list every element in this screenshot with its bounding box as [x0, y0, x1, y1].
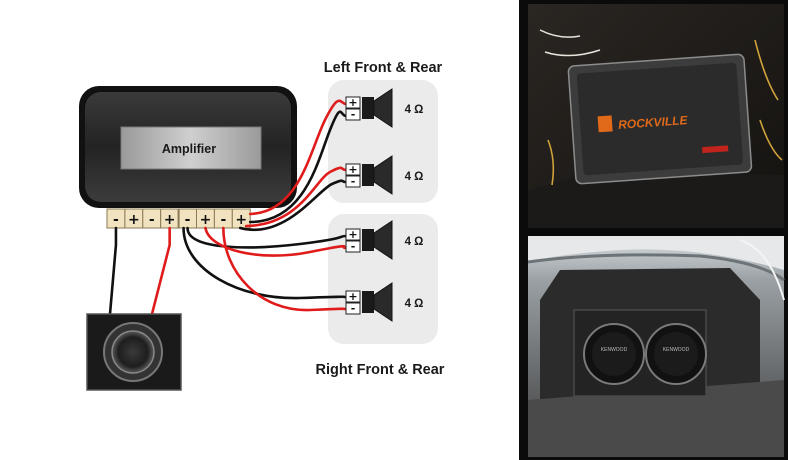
subwoofer — [86, 313, 182, 391]
amplifier-label: Amplifier — [162, 142, 216, 156]
speaker-1: +- 4 Ω — [345, 88, 424, 128]
speaker-cone — [373, 155, 393, 195]
speaker-negative-terminal — [345, 302, 361, 315]
amplifier-label-plate — [120, 126, 262, 170]
terminal-label: - — [185, 212, 191, 228]
speaker-positive-terminal — [345, 96, 361, 109]
sub-negative-wire — [108, 226, 118, 316]
sub-positive-wire — [150, 226, 171, 316]
terminal-label: - — [149, 212, 155, 228]
speaker-negative-label: - — [351, 240, 356, 253]
speaker2-positive-wire — [244, 166, 348, 228]
speakers: +-4 Ω+-4 Ω+-4 Ω+-4 Ω — [345, 88, 424, 322]
speaker-positive-terminal — [345, 163, 361, 176]
speaker-impedance: 4 Ω — [405, 236, 424, 248]
speaker-magnet — [362, 164, 374, 186]
speaker4-positive-wire — [222, 226, 348, 312]
speaker-negative-terminal — [345, 175, 361, 188]
speaker-4: +- 4 Ω — [345, 282, 424, 322]
subwoofer-cone — [111, 330, 155, 374]
speaker-negative-terminal — [345, 108, 361, 121]
speaker2-negative-wire — [238, 179, 348, 232]
speaker-negative-label: - — [351, 302, 356, 315]
speaker-negative-label: - — [351, 108, 356, 121]
right-group-title: Right Front & Rear — [316, 362, 445, 378]
speaker-magnet — [362, 97, 374, 119]
speaker-negative-label: - — [351, 175, 356, 188]
speaker-impedance: 4 Ω — [405, 104, 424, 116]
speaker-positive-label: + — [348, 228, 357, 241]
speaker-positive-label: + — [348, 163, 357, 176]
speaker1-negative-wire — [248, 110, 348, 224]
speaker3-negative-wire — [186, 226, 348, 249]
speaker4-negative-wire — [182, 226, 348, 300]
speaker-positive-label: + — [348, 290, 357, 303]
speaker1-positive-wire — [248, 99, 348, 216]
speaker-impedance: 4 Ω — [405, 298, 424, 310]
amplifier-photo: ROCKVILLE — [528, 4, 784, 228]
trunk-photo-brand-left: KENWOOD — [601, 347, 628, 353]
trunk-photo: KENWOOD KENWOOD — [527, 236, 785, 457]
speaker-negative-terminal — [345, 240, 361, 253]
terminal-label: + — [235, 212, 247, 228]
speaker-positive-terminal — [345, 290, 361, 303]
terminal-label: + — [128, 212, 140, 228]
left-group-title: Left Front & Rear — [324, 60, 443, 76]
amplifier-photo-brand: ROCKVILLE — [618, 113, 689, 132]
terminal-label: - — [220, 212, 226, 228]
speaker-3: +- 4 Ω — [345, 220, 424, 260]
speaker-magnet — [362, 229, 374, 251]
speaker-magnet — [362, 291, 374, 313]
amplifier-terminal-block: -+-+-+-+ — [106, 208, 251, 229]
speaker-positive-terminal — [345, 228, 361, 241]
speaker-impedance: 4 Ω — [405, 171, 424, 183]
speaker-cone — [373, 88, 393, 128]
terminal-label: - — [113, 212, 119, 228]
speaker-cone — [373, 220, 393, 260]
amplifier: Amplifier — [79, 86, 297, 208]
speaker-cone — [373, 282, 393, 322]
speaker-positive-label: + — [348, 96, 357, 109]
trunk-photo-brand-right: KENWOOD — [663, 347, 690, 353]
terminal-label: + — [200, 212, 212, 228]
speaker3-positive-wire — [204, 226, 348, 257]
speaker-wires — [108, 99, 348, 316]
terminal-label: + — [164, 212, 176, 228]
speaker-2: +- 4 Ω — [345, 155, 424, 195]
